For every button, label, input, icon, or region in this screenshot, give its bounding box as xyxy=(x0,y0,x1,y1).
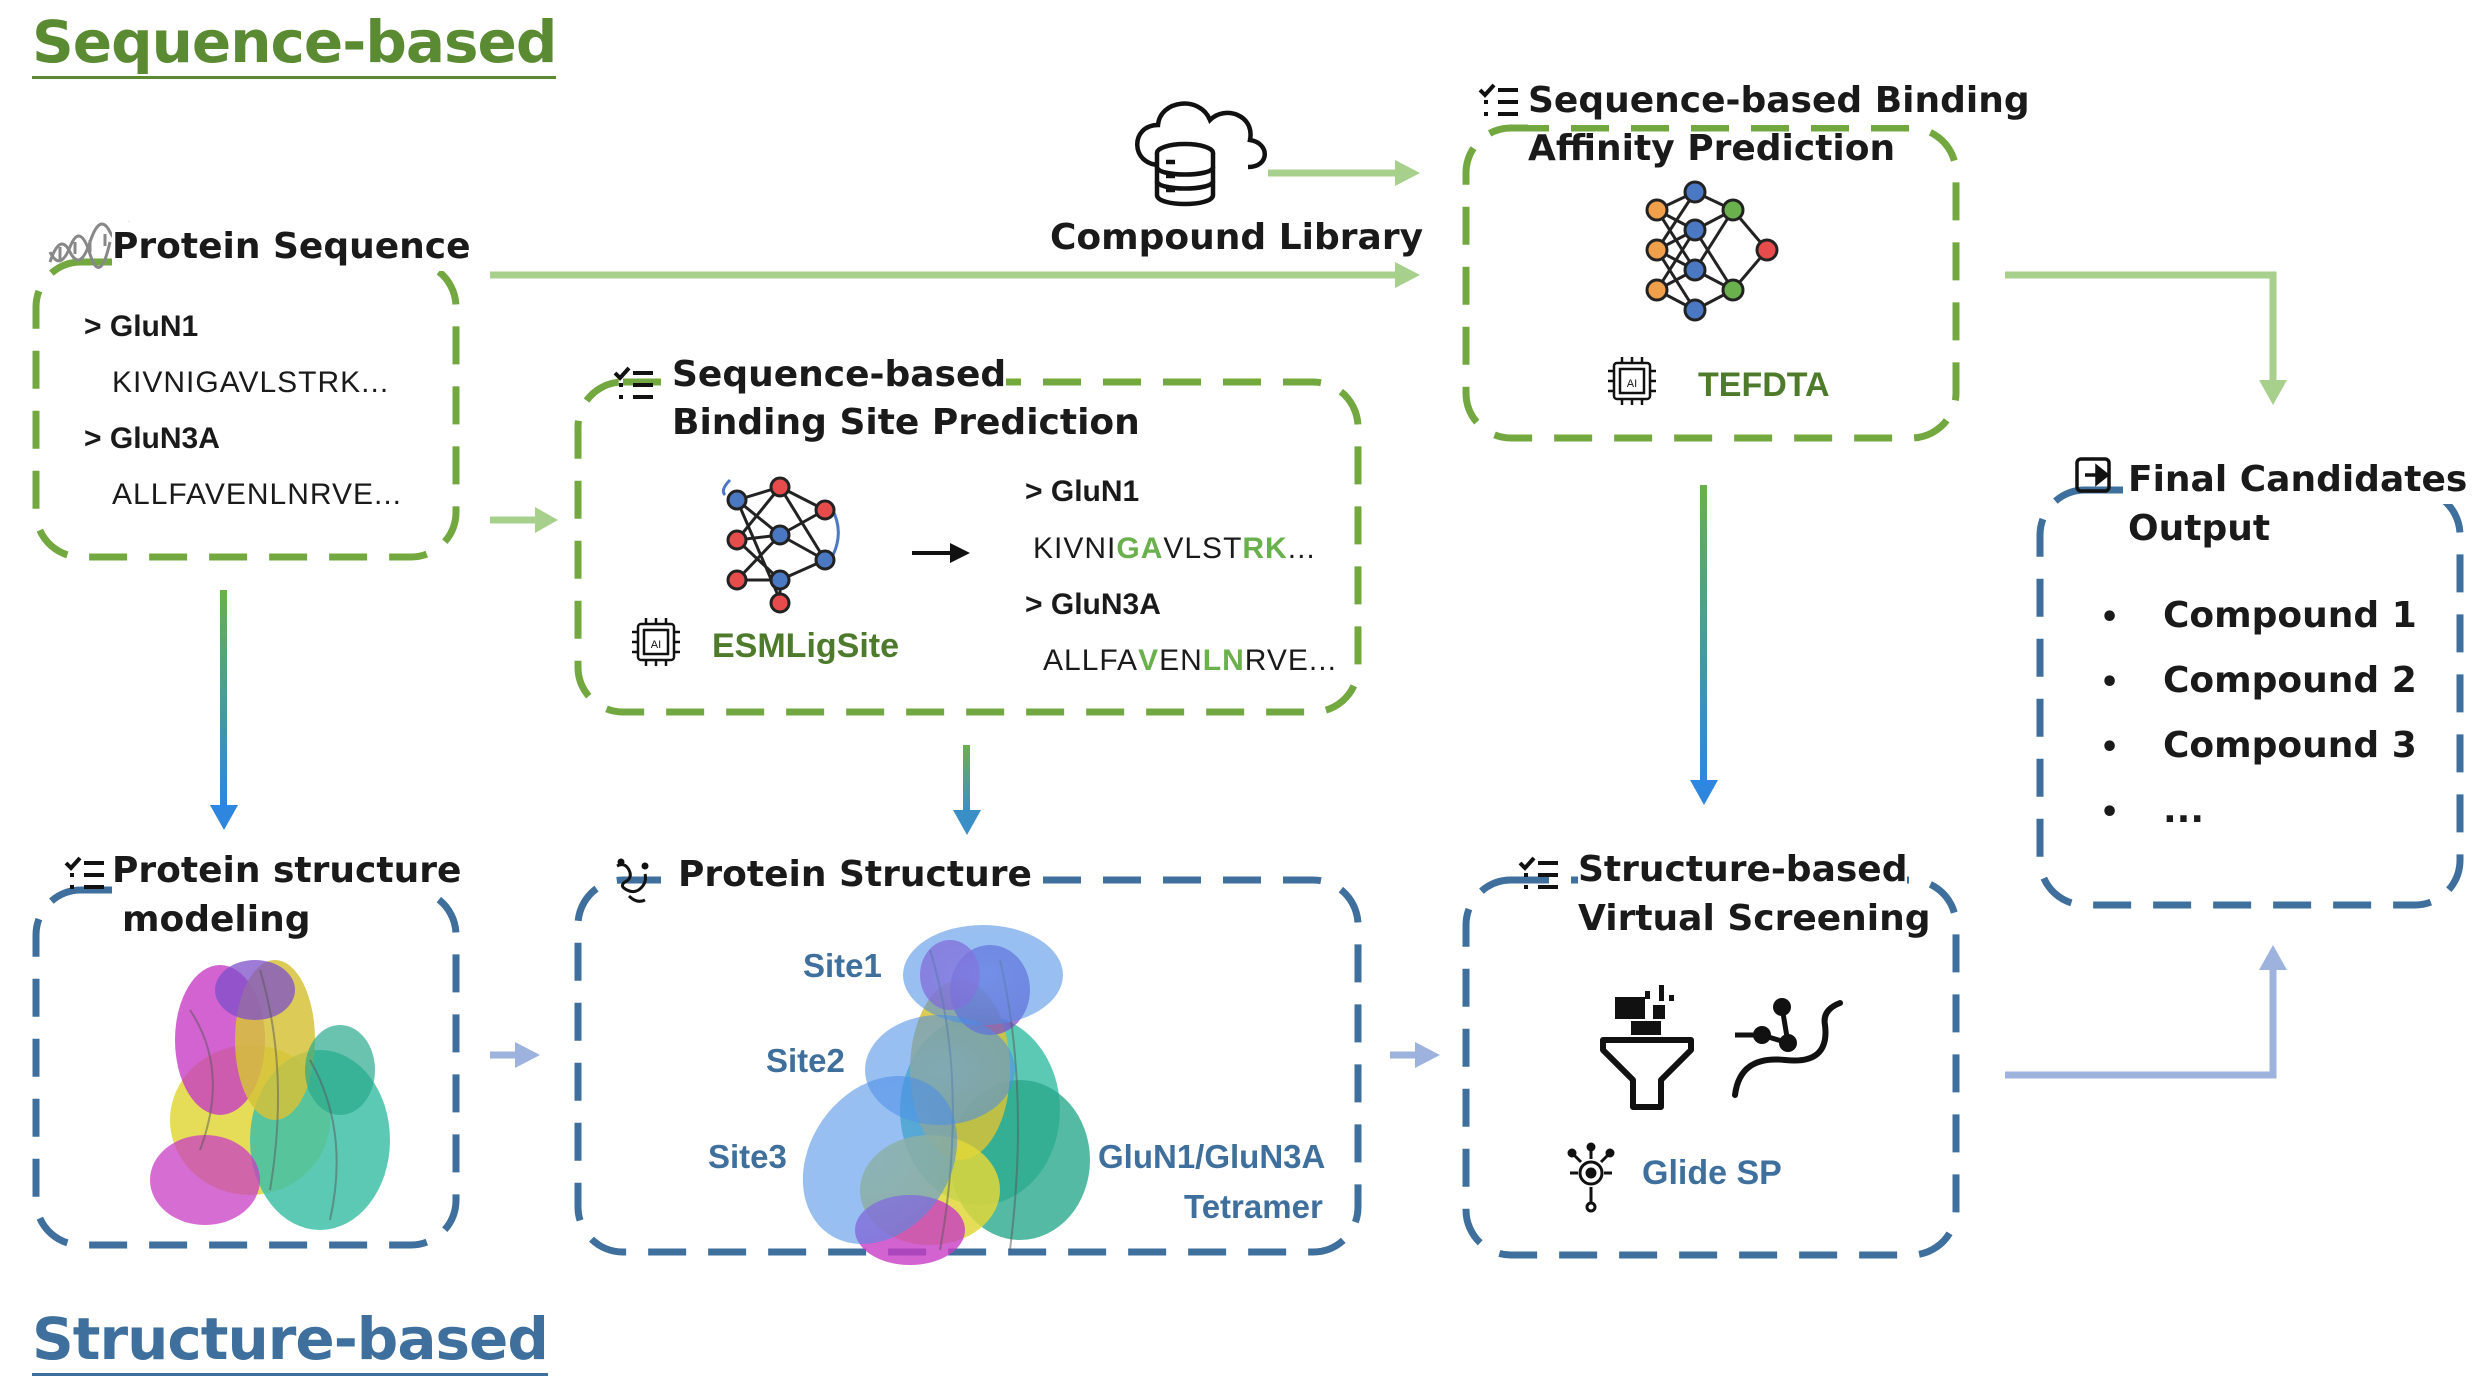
arrow-library-to-affinity xyxy=(1268,160,1420,186)
binding-affinity-title-line1: Sequence-based Binding xyxy=(1528,76,2030,125)
glide-sp-tool-label: Glide SP xyxy=(1642,1154,1782,1192)
section-title-structure: Structure-based xyxy=(32,1305,549,1376)
candidate-item: Compound 3 xyxy=(2163,725,2417,766)
structure-modeling-box xyxy=(32,886,460,1249)
list-bullet: • xyxy=(2100,730,2120,765)
candidate-item: Compound 2 xyxy=(2163,660,2417,701)
arrow-screening-to-output xyxy=(2005,945,2287,1079)
protein-sequence-title: Protein Sequence xyxy=(112,222,471,271)
binding-site-title-line2: Binding Site Prediction xyxy=(672,398,1140,447)
sequence-name: > GluN3A xyxy=(84,422,220,455)
black-arrow-icon xyxy=(912,543,970,563)
arrow-sequence-to-affinity xyxy=(490,262,1420,288)
binding-site-title-line1: Sequence-based xyxy=(672,350,1007,399)
arrow-site-to-structure xyxy=(953,745,981,835)
cloud-database-icon xyxy=(1135,101,1267,207)
final-output-title-line2: Output xyxy=(2128,504,2271,553)
arrow-structure-to-screening xyxy=(1390,1042,1440,1068)
binding-site-box xyxy=(574,378,1362,716)
arrow-sequence-to-site xyxy=(490,507,558,533)
complex-label-line1: GluN1/GluN3A xyxy=(1098,1138,1326,1175)
binding-affinity-title-line2: Affinity Prediction xyxy=(1528,128,1896,169)
final-output-box xyxy=(2036,486,2464,909)
structure-modeling-title-line1: Protein structure xyxy=(112,846,462,895)
site-sequence-text: ALLFAVENLNRVE... xyxy=(1043,644,1337,677)
candidate-item: ... xyxy=(2163,790,2205,831)
candidate-item: Compound 1 xyxy=(2163,595,2417,636)
list-bullet: • xyxy=(2100,795,2120,830)
gear-network-icon xyxy=(1567,1142,1615,1213)
ai-chip-icon: AI AI xyxy=(632,357,1656,666)
arrow-affinity-to-screening xyxy=(1690,485,1718,805)
list-bullet: • xyxy=(2100,665,2120,700)
structure-modeling-title-line2: modeling xyxy=(122,899,311,940)
site-sequence-name: > GluN1 xyxy=(1025,475,1140,508)
output-icon xyxy=(2075,457,2111,493)
protein-icon xyxy=(616,858,649,903)
protein-structure-title: Protein Structure xyxy=(678,850,1032,899)
site-regions xyxy=(802,925,1063,1244)
checklist-icon xyxy=(64,83,1558,889)
compound-library-label: Compound Library xyxy=(1050,213,1424,262)
svg-text:AI: AI xyxy=(651,639,661,651)
site-sequence-text: KIVNIGAVLSTRK... xyxy=(1033,532,1316,565)
arrow-affinity-to-output xyxy=(2005,271,2287,405)
site3-region xyxy=(802,1076,958,1244)
sequence-name: > GluN1 xyxy=(84,310,199,343)
esmligsite-tool-label: ESMLigSite xyxy=(712,627,900,665)
svg-text:AI: AI xyxy=(1627,378,1637,390)
site-label: Site2 xyxy=(766,1042,845,1079)
sequence-text: ALLFAVENLNRVE... xyxy=(112,478,403,511)
list-bullet: • xyxy=(2100,600,2120,635)
protein-structure-box xyxy=(574,876,1362,1256)
arrow-modeling-to-structure xyxy=(490,1042,540,1068)
complex-label-line2: Tetramer xyxy=(1184,1188,1323,1225)
site-label: Site3 xyxy=(708,1138,787,1175)
path-icon xyxy=(1732,998,1843,1098)
neural-network-icon xyxy=(721,476,840,614)
final-output-title-line1: Final Candidates xyxy=(2128,455,2468,504)
virtual-screening-title-line1: Structure-based xyxy=(1578,845,1908,894)
protein-structure-illustration xyxy=(150,960,390,1230)
virtual-screening-title-line2: Virtual Screening xyxy=(1578,898,1931,939)
section-title-sequence: Sequence-based xyxy=(32,8,557,79)
sequence-text: KIVNIGAVLSTRK... xyxy=(112,366,390,399)
tefdta-tool-label: TEFDTA xyxy=(1698,366,1830,404)
site-label: Site1 xyxy=(803,947,882,984)
protein-sequence-box xyxy=(32,258,460,561)
site1-region xyxy=(903,925,1063,1025)
neural-network-icon xyxy=(1645,180,1779,322)
binding-affinity-box xyxy=(1462,124,1960,442)
funnel-filter-icon xyxy=(1600,985,1694,1110)
site-sequence-name: > GluN3A xyxy=(1025,588,1161,621)
arrow-sequence-to-modeling xyxy=(210,590,238,830)
